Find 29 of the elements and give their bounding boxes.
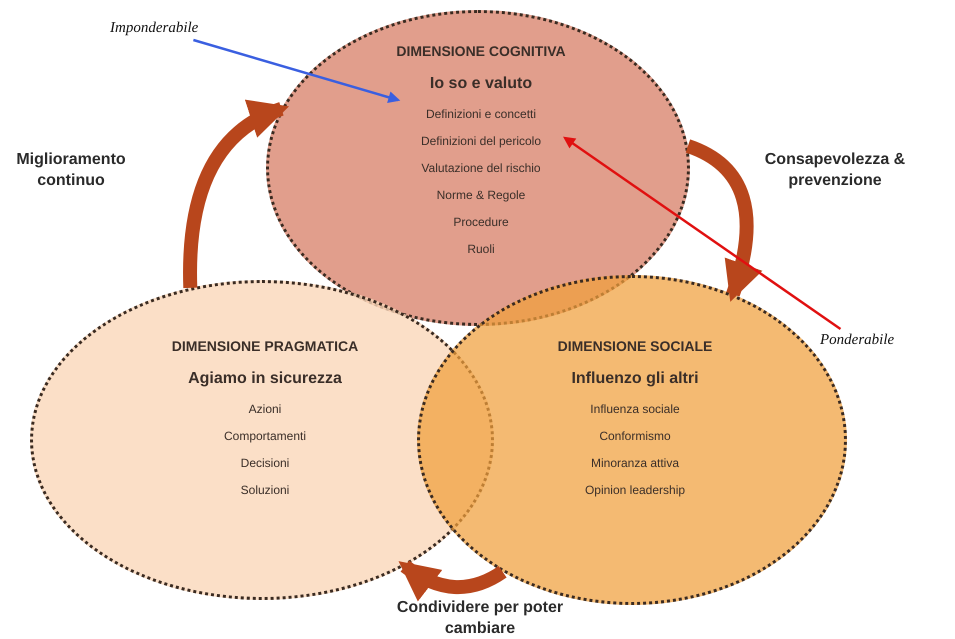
curved-arrow: [398, 560, 506, 601]
list-item: Norme & Regole: [436, 188, 526, 202]
list-item: Ruoli: [467, 242, 495, 256]
curved-arrow: [183, 102, 289, 288]
leader-line: [563, 136, 842, 330]
dimension-motto: Agiamo in sicurezza: [188, 370, 342, 388]
dimension-heading: DIMENSIONE PRAGMATICA: [172, 338, 358, 354]
annotation-text: Imponderabile: [110, 20, 198, 37]
dimension-heading: DIMENSIONE COGNITIVA: [396, 43, 566, 59]
list-item: Opinion leadership: [584, 483, 686, 497]
edge-label: Condividere per poter cambiare: [396, 598, 564, 639]
dimension-motto: Io so e valuto: [430, 75, 532, 93]
list-item: Procedure: [453, 215, 509, 229]
annotation-text: Ponderabile: [820, 332, 894, 349]
edge-label: Consapevolezza & prevenzione: [764, 150, 906, 191]
list-item: Valutazione del rischio: [421, 161, 541, 175]
list-item: Minoranza attiva: [590, 456, 680, 470]
list-item: Decisioni: [240, 456, 290, 470]
list-item: Definizioni e concetti: [426, 107, 536, 121]
list-item: Conformismo: [599, 429, 671, 443]
list-item: Soluzioni: [240, 483, 290, 497]
list-item: Comportamenti: [224, 429, 306, 443]
list-item: Azioni: [248, 402, 282, 416]
dimension-motto: Influenzo gli altri: [571, 370, 699, 388]
list-item: Definizioni del pericolo: [420, 134, 542, 148]
edge-label: Miglioramento continuo: [15, 150, 127, 191]
leader-line: [193, 38, 400, 104]
list-item: Influenza sociale: [590, 402, 680, 416]
dimension-heading: DIMENSIONE SOCIALE: [558, 338, 712, 354]
